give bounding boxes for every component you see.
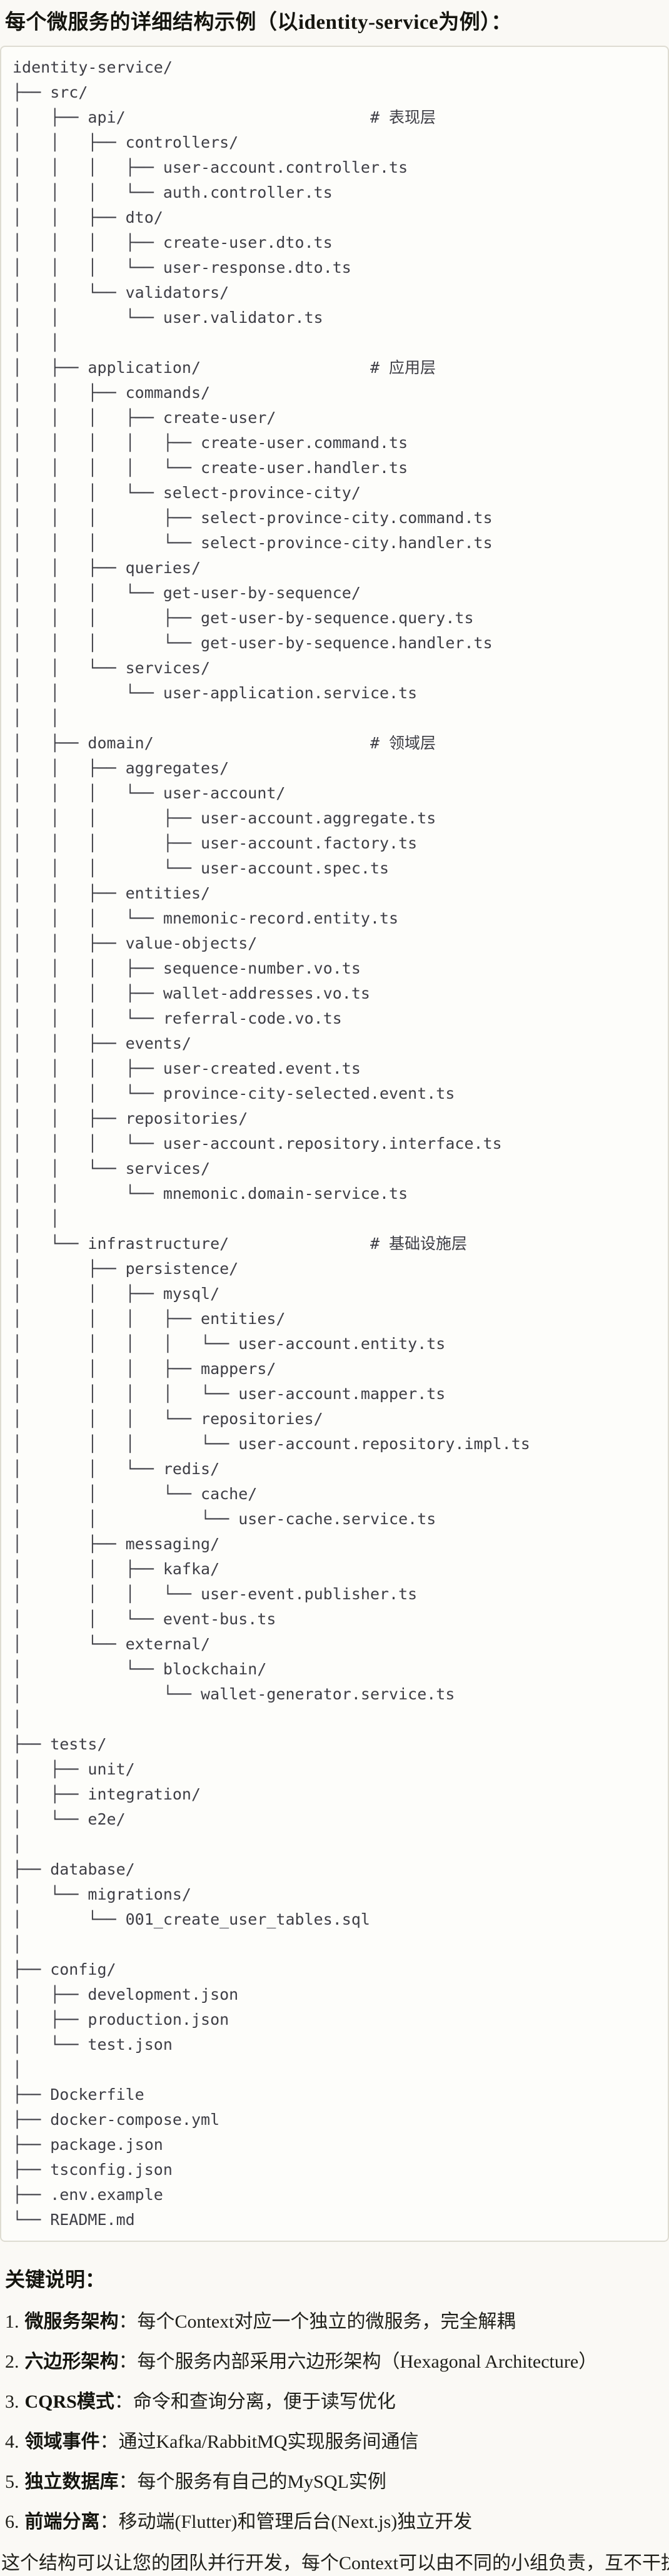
note-item: 4.领域事件：通过Kafka/RabbitMQ实现服务间通信 [5,2430,664,2455]
note-term: 六边形架构 [24,2351,119,2372]
note-text: ：每个服务有自己的MySQL实例 [118,2472,386,2492]
note-term: CQRS模式 [24,2391,114,2412]
note-item: 5.独立数据库：每个服务有自己的MySQL实例 [5,2470,664,2495]
note-item: 3.CQRS模式：命令和查询分离，便于读写优化 [5,2390,664,2415]
note-term: 微服务架构 [24,2311,119,2332]
note-item: 2.六边形架构：每个服务内部采用六边形架构（Hexagonal Architec… [5,2349,664,2375]
file-tree-block: identity-service/ ├── src/ │ ├── api/ # … [0,46,669,2242]
note-number: 3. [5,2391,19,2412]
closing-paragraph: 这个结构可以让您的团队并行开发，每个Context可以由不同的小组负责，互不干扰… [1,2553,669,2573]
note-number: 6. [5,2512,19,2532]
file-tree-text: identity-service/ ├── src/ │ ├── api/ # … [13,58,530,2229]
note-number: 5. [5,2472,19,2492]
notes-heading: 关键说明： [5,2268,106,2291]
note-item: 6.前端分离：移动端(Flutter)和管理后台(Next.js)独立开发 [5,2510,664,2535]
note-text: ：每个服务内部采用六边形架构（Hexagonal Architecture） [118,2351,598,2372]
note-text: ：通过Kafka/RabbitMQ实现服务间通信 [99,2431,419,2452]
note-number: 1. [5,2311,19,2332]
note-number: 2. [5,2351,19,2372]
note-term: 领域事件 [24,2431,100,2452]
notes-section: 关键说明： 1.微服务架构：每个Context对应一个独立的微服务，完全解耦 2… [1,2266,669,2576]
note-item: 1.微服务架构：每个Context对应一个独立的微服务，完全解耦 [5,2309,664,2334]
note-term: 独立数据库 [24,2472,119,2492]
note-term: 前端分离 [24,2512,100,2532]
page-title: 每个微服务的详细结构示例（以identity-service为例）： [5,11,512,34]
note-text: ：移动端(Flutter)和管理后台(Next.js)独立开发 [99,2512,473,2532]
note-text: ：命令和查询分离，便于读写优化 [114,2391,396,2412]
note-text: ：每个Context对应一个独立的微服务，完全解耦 [118,2311,516,2332]
note-number: 4. [5,2431,19,2452]
